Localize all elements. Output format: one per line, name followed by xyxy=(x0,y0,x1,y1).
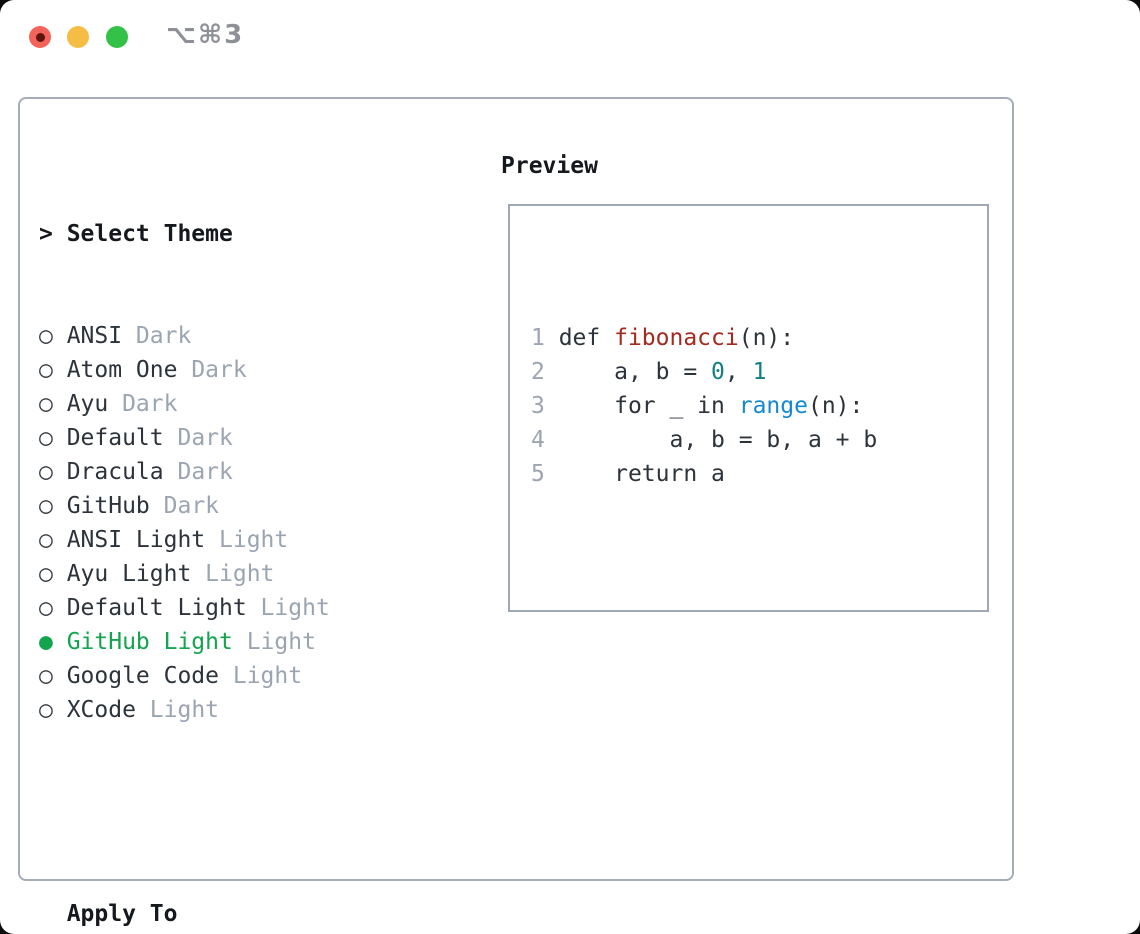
line-number: 5 xyxy=(531,461,559,487)
minimize-button[interactable] xyxy=(67,26,89,48)
theme-selector: > Select Theme ○ ANSI Dark ○ Atom One Dark ○ A… xyxy=(39,149,427,934)
prompt-icon: > xyxy=(39,221,53,247)
theme-variant: Light xyxy=(135,697,220,723)
code-line: 3 for _ in range(n): xyxy=(531,389,987,423)
theme-list: ○ ANSI Dark ○ Atom One Dark ○ Ayu Dark ○ Defaul… xyxy=(39,319,427,727)
spacer xyxy=(39,795,427,829)
theme-name: GitHub xyxy=(66,493,150,519)
radio-icon: ○ xyxy=(39,493,53,519)
theme-variant: Dark xyxy=(163,459,233,485)
apply-to-title: Apply To xyxy=(66,901,178,927)
code-token: for _ in xyxy=(558,393,739,419)
radio-icon: ○ xyxy=(39,357,53,383)
code-token: (n): xyxy=(807,393,864,419)
theme-name: Atom One xyxy=(66,357,178,383)
code-line: 1 def fibonacci(n): xyxy=(531,321,987,355)
code-token: 1 xyxy=(752,359,767,385)
theme-option-dracula[interactable]: ○ Dracula Dark xyxy=(39,455,427,489)
theme-name: GitHub Light xyxy=(66,629,233,655)
theme-option-github[interactable]: ○ GitHub Dark xyxy=(39,489,427,523)
radio-icon: ○ xyxy=(39,663,53,689)
code-token: a, b = xyxy=(558,359,712,385)
theme-name: Default Light xyxy=(66,595,247,621)
theme-name: Ayu Light xyxy=(66,561,192,587)
theme-list-title: Select Theme xyxy=(66,221,233,247)
radio-icon: ○ xyxy=(39,391,53,417)
theme-option-ansi-light[interactable]: ○ ANSI Light Light xyxy=(39,523,427,557)
radio-icon: ○ xyxy=(39,595,53,621)
theme-variant: Light xyxy=(246,595,330,621)
theme-option-ayu[interactable]: ○ Ayu Dark xyxy=(39,387,427,421)
line-number: 4 xyxy=(531,427,559,453)
theme-name: ANSI xyxy=(66,323,123,349)
theme-option-atom-one[interactable]: ○ Atom One Dark xyxy=(39,353,427,387)
theme-option-default-light[interactable]: ○ Default Light Light xyxy=(39,591,427,625)
theme-variant: Light xyxy=(205,527,289,553)
theme-option-ansi[interactable]: ○ ANSI Dark xyxy=(39,319,427,353)
code-token: fibonacci xyxy=(614,325,739,351)
code-line: 5 return a xyxy=(531,457,987,491)
theme-variant: Light xyxy=(191,561,275,587)
close-dot-icon xyxy=(36,33,45,42)
theme-option-github-light[interactable]: ● GitHub Light Light xyxy=(39,625,427,659)
theme-name: Google Code xyxy=(66,663,220,689)
theme-variant: Dark xyxy=(108,391,178,417)
theme-name: XCode xyxy=(66,697,136,723)
apply-to-header: Apply To xyxy=(39,897,427,931)
radio-icon: ○ xyxy=(39,323,53,349)
code-line: 4 a, b = b, a + b xyxy=(531,423,987,457)
close-button[interactable] xyxy=(29,26,51,48)
code-line: 2 a, b = 0, 1 xyxy=(531,355,987,389)
theme-variant: Light xyxy=(219,663,303,689)
theme-name: ANSI Light xyxy=(66,527,206,553)
theme-name: Ayu xyxy=(66,391,109,417)
theme-option-default[interactable]: ○ Default Dark xyxy=(39,421,427,455)
code-token: , xyxy=(724,359,753,385)
radio-icon: ○ xyxy=(39,425,53,451)
theme-name: Default xyxy=(66,425,164,451)
line-number: 2 xyxy=(531,359,559,385)
spacer xyxy=(531,559,987,593)
theme-option-ayu-light[interactable]: ○ Ayu Light Light xyxy=(39,557,427,591)
code-token: return a xyxy=(558,461,725,487)
theme-variant: Dark xyxy=(149,493,220,519)
code-token: range xyxy=(738,393,808,419)
window-shortcut-label: ⌥⌘3 xyxy=(166,20,245,50)
theme-variant: Dark xyxy=(163,425,233,451)
app-panel: > Select Theme ○ ANSI Dark ○ Atom One Dark ○ A… xyxy=(18,97,1014,927)
line-number: 1 xyxy=(531,325,559,351)
code-token: (n): xyxy=(738,325,795,351)
radio-icon: ○ xyxy=(39,697,53,723)
theme-option-google-code[interactable]: ○ Google Code Light xyxy=(39,659,427,693)
radio-icon: ○ xyxy=(39,527,53,553)
theme-variant: Dark xyxy=(122,323,192,349)
code-token: def xyxy=(558,325,615,351)
theme-variant: Dark xyxy=(177,357,247,383)
preview-title: Preview xyxy=(501,153,598,179)
code-token: a, b = b, a + b xyxy=(558,427,878,453)
zoom-button[interactable] xyxy=(106,26,128,48)
theme-variant: Light xyxy=(232,629,316,655)
radio-icon: ○ xyxy=(39,459,53,485)
theme-list-header: > Select Theme xyxy=(39,217,427,251)
code-token: 0 xyxy=(711,359,725,385)
line-number: 3 xyxy=(531,393,559,419)
theme-option-xcode[interactable]: ○ XCode Light xyxy=(39,693,427,727)
theme-name: Dracula xyxy=(66,459,164,485)
radio-selected-icon: ● xyxy=(39,629,53,655)
radio-icon: ○ xyxy=(39,561,53,587)
